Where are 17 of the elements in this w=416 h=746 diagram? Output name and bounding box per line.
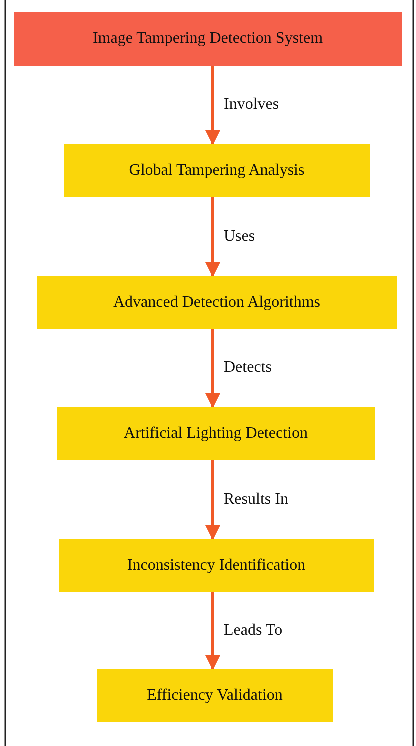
process-box	[97, 669, 333, 722]
title-box	[14, 12, 402, 66]
node-label: Inconsistency Identification	[127, 556, 306, 574]
arrow	[206, 592, 220, 670]
arrow	[206, 197, 220, 278]
node-label: Artificial Lighting Detection	[124, 424, 308, 442]
process-box	[64, 144, 370, 197]
arrow	[206, 329, 220, 408]
process-box	[59, 539, 374, 592]
process-box	[37, 276, 397, 329]
node-label: Advanced Detection Algorithms	[113, 294, 321, 312]
arrow	[206, 66, 220, 146]
node-label: Image Tampering Detection System	[92, 30, 324, 48]
arrow	[206, 460, 220, 540]
node-label: Global Tampering Analysis	[129, 162, 305, 180]
process-box	[57, 407, 375, 460]
node-label: Efficiency Validation	[147, 686, 283, 704]
